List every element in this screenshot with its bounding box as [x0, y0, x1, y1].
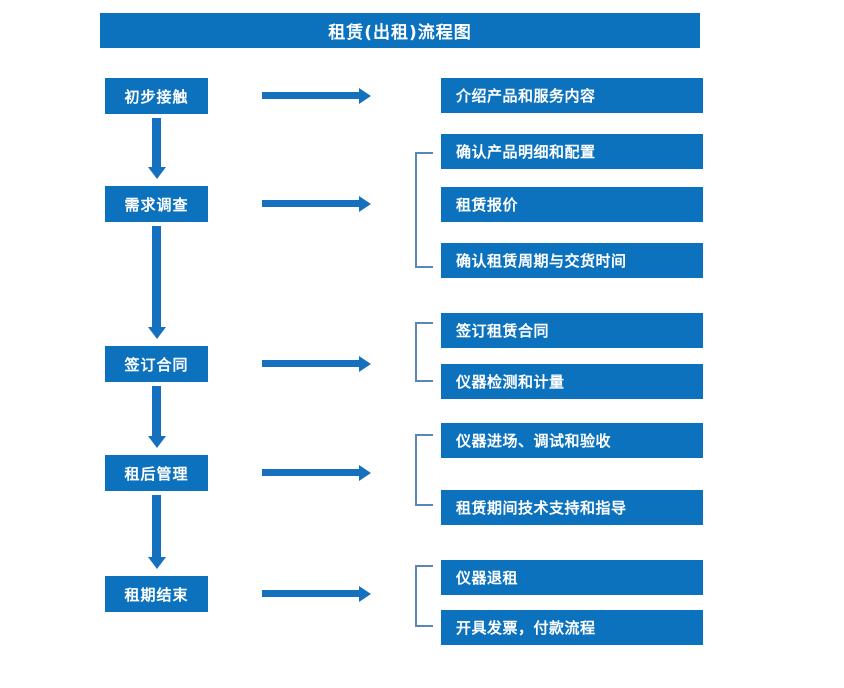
arrow-stage-3-to-details [262, 360, 360, 367]
bracket-group-5 [415, 565, 433, 627]
detail-box-1[interactable]: 介绍产品和服务内容 [441, 78, 703, 113]
stage-box-2[interactable]: 需求调查 [105, 186, 208, 222]
bracket-group-4 [415, 434, 433, 506]
arrow-stage-2-to-3 [152, 226, 161, 328]
detail-box-2[interactable]: 确认产品明细和配置 [441, 134, 703, 169]
stage-box-1[interactable]: 初步接触 [105, 78, 208, 114]
detail-box-5[interactable]: 签订租赁合同 [441, 313, 703, 348]
arrow-stage-4-to-details [262, 469, 360, 476]
detail-box-4[interactable]: 确认租赁周期与交货时间 [441, 243, 703, 278]
detail-box-7[interactable]: 仪器进场、调试和验收 [441, 423, 703, 458]
stage-box-4[interactable]: 租后管理 [105, 455, 208, 491]
arrow-stage-5-to-details [262, 590, 360, 597]
arrow-stage-1-to-2 [152, 118, 161, 168]
bracket-group-3 [415, 322, 433, 382]
detail-box-3[interactable]: 租赁报价 [441, 187, 703, 222]
arrow-stage-2-to-details [262, 200, 360, 207]
detail-box-8[interactable]: 租赁期间技术支持和指导 [441, 490, 703, 525]
page-title: 租赁(出租)流程图 [100, 13, 700, 48]
detail-box-9[interactable]: 仪器退租 [441, 560, 703, 595]
arrow-stage-4-to-5 [152, 495, 161, 558]
detail-box-6[interactable]: 仪器检测和计量 [441, 364, 703, 399]
stage-box-3[interactable]: 签订合同 [105, 346, 208, 382]
stage-box-5[interactable]: 租期结束 [105, 576, 208, 612]
bracket-group-2 [415, 152, 433, 268]
arrow-stage-1-to-details [262, 92, 360, 99]
arrow-stage-3-to-4 [152, 386, 161, 437]
detail-box-10[interactable]: 开具发票，付款流程 [441, 610, 703, 645]
